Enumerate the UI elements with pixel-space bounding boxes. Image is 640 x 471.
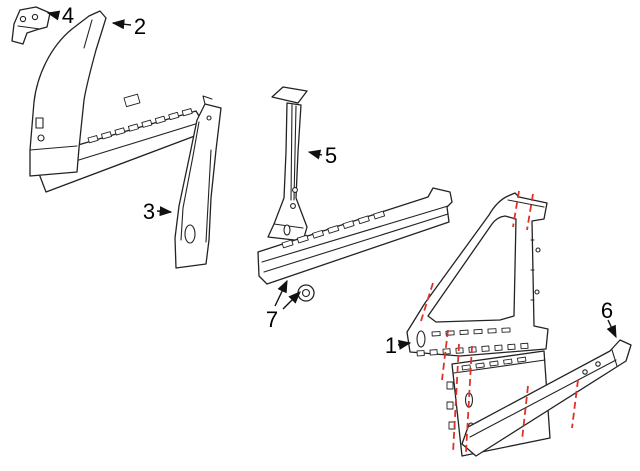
pillar-top-plate [271,86,308,104]
part-inner-rocker [257,187,453,285]
callout-2: 2 [111,14,146,39]
callout-2-leader [111,19,132,30]
a-pillar-outline [29,10,107,177]
callout-6: 6 [601,298,617,339]
sill-slots [87,108,193,144]
grommet-plug [297,284,315,302]
callout-6-label: 6 [601,298,613,323]
callout-7-leader-grommet [282,291,301,310]
callout-5-label: 5 [325,143,337,168]
sill-tab [123,93,141,108]
part-outer-rocker [461,339,632,457]
callout-6-leader [606,319,617,339]
callout-3-leader [156,206,173,217]
lower-panel-slots [461,356,527,371]
callout-7-leader-rocker [274,279,288,307]
callout-5-leader [307,149,323,160]
callout-4-label: 4 [62,3,74,28]
callout-4: 4 [46,3,74,28]
callout-1-label: 1 [385,333,397,358]
callout-3: 3 [143,199,173,224]
callout-4-leader [46,10,61,21]
callout-2-label: 2 [134,14,146,39]
section-cut-lines [420,190,579,454]
part-aperture-panel [29,10,209,193]
callout-7: 7 [266,279,301,332]
part-hinge-pillar [174,95,222,269]
part-center-pillar [267,86,308,242]
rocker-slots [281,210,386,249]
callout-7-label: 7 [266,307,278,332]
callout-1-leader [397,339,412,350]
callout-5: 5 [307,143,337,168]
part-bracket [11,6,51,45]
callout-1: 1 [385,333,412,358]
callout-3-label: 3 [143,199,155,224]
